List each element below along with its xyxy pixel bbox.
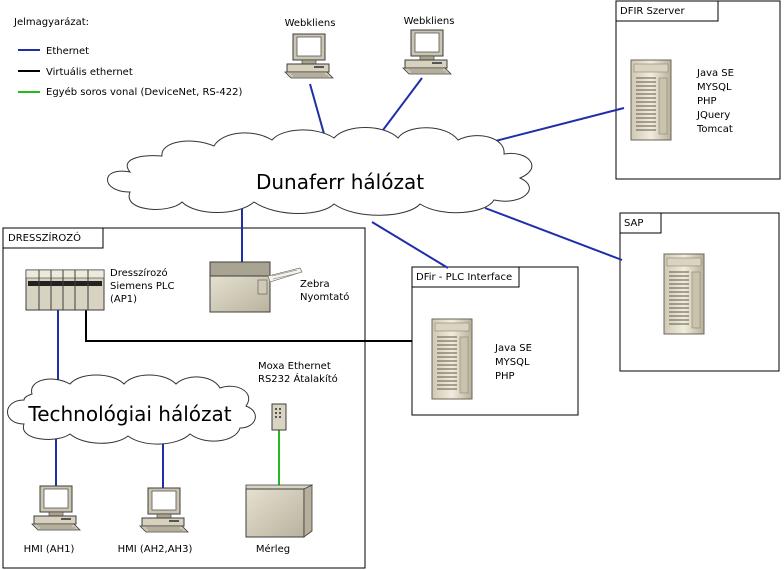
printer-label-line1: Zebra bbox=[300, 279, 330, 290]
zone-sap-title: SAP bbox=[624, 218, 643, 229]
scale-icon bbox=[245, 484, 314, 538]
plc-interface-spec-php: PHP bbox=[495, 371, 515, 382]
dfir-spec-tomcat: Tomcat bbox=[696, 124, 733, 135]
legend-serial-label: Egyéb soros vonal (DeviceNet, RS-422) bbox=[46, 86, 242, 98]
scale-label: Mérleg bbox=[256, 543, 290, 555]
dfir-server-specs: Java SE MYSQL PHP JQuery Tomcat bbox=[696, 68, 734, 135]
moxa-label-line1: Moxa Ethernet bbox=[258, 361, 331, 372]
webclient-1: Webkliens bbox=[284, 18, 336, 79]
zone-dresszirozo-title: DRESSZÍROZÓ bbox=[8, 231, 81, 244]
plc-interface-server-icon bbox=[431, 318, 473, 400]
legend: Jelmagyarázat: Ethernet Virtuális ethern… bbox=[13, 16, 242, 98]
plc-label-line3: (AP1) bbox=[110, 294, 137, 305]
legend-virtual-label: Virtuális ethernet bbox=[46, 66, 133, 78]
computer-icon bbox=[402, 29, 452, 75]
legend-title: Jelmagyarázat: bbox=[13, 16, 89, 28]
link-plc-interface-virtual bbox=[85, 310, 412, 342]
computer-icon bbox=[139, 487, 189, 533]
hmi1-device: HMI (AH1) bbox=[24, 485, 81, 555]
hmi2-device: HMI (AH2,AH3) bbox=[118, 487, 193, 555]
printer-label-line2: Nyomtató bbox=[300, 291, 349, 303]
dfir-spec-jquery: JQuery bbox=[696, 110, 730, 121]
hmi1-label: HMI (AH1) bbox=[24, 544, 75, 555]
webclient-2-label: Webkliens bbox=[404, 16, 455, 27]
moxa-device: Moxa Ethernet RS232 Átalakító bbox=[258, 361, 338, 431]
dfir-spec-java: Java SE bbox=[696, 68, 734, 79]
cloud-dunaferr: Dunaferr hálózat bbox=[107, 127, 533, 216]
plc-label-line2: Siemens PLC bbox=[110, 281, 175, 292]
plc-interface-spec-java: Java SE bbox=[494, 343, 532, 354]
zone-plc-interface-title: DFir - PLC Interface bbox=[416, 272, 512, 283]
plc-device: Dresszírozó Siemens PLC (AP1) bbox=[25, 267, 175, 311]
zone-dresszirozo: DRESSZÍROZÓ bbox=[2, 227, 366, 569]
sap-server-icon bbox=[663, 253, 705, 335]
scale-device: Mérleg bbox=[245, 484, 314, 555]
hmi2-label: HMI (AH2,AH3) bbox=[118, 544, 193, 555]
plc-label-line1: Dresszírozó bbox=[110, 267, 168, 279]
zone-dfir-server-title: DFIR Szerver bbox=[620, 6, 685, 17]
link-cloud-plc-interface bbox=[371, 221, 449, 269]
printer-icon bbox=[209, 261, 303, 313]
link-cloud-sap bbox=[484, 207, 623, 261]
moxa-label-line2: RS232 Átalakító bbox=[258, 372, 338, 385]
legend-ethernet-label: Ethernet bbox=[46, 46, 89, 57]
webclient-2: Webkliens bbox=[402, 16, 455, 75]
printer-device: Zebra Nyomtató bbox=[209, 261, 349, 313]
dfir-spec-mysql: MYSQL bbox=[697, 82, 732, 93]
plc-interface-spec-mysql: MYSQL bbox=[495, 357, 530, 368]
cloud-technologiai-label: Technológiai hálózat bbox=[27, 402, 231, 426]
dfir-spec-php: PHP bbox=[697, 96, 717, 107]
computer-icon bbox=[31, 485, 81, 531]
cloud-dunaferr-label: Dunaferr hálózat bbox=[256, 170, 424, 194]
computer-icon bbox=[284, 33, 334, 79]
plc-interface-specs: Java SE MYSQL PHP bbox=[494, 343, 532, 382]
converter-icon bbox=[271, 403, 287, 431]
cloud-technologiai: Technológiai hálózat bbox=[7, 374, 256, 445]
dfir-server-icon bbox=[630, 59, 672, 141]
plc-icon bbox=[25, 269, 105, 311]
webclient-1-label: Webkliens bbox=[285, 18, 336, 29]
